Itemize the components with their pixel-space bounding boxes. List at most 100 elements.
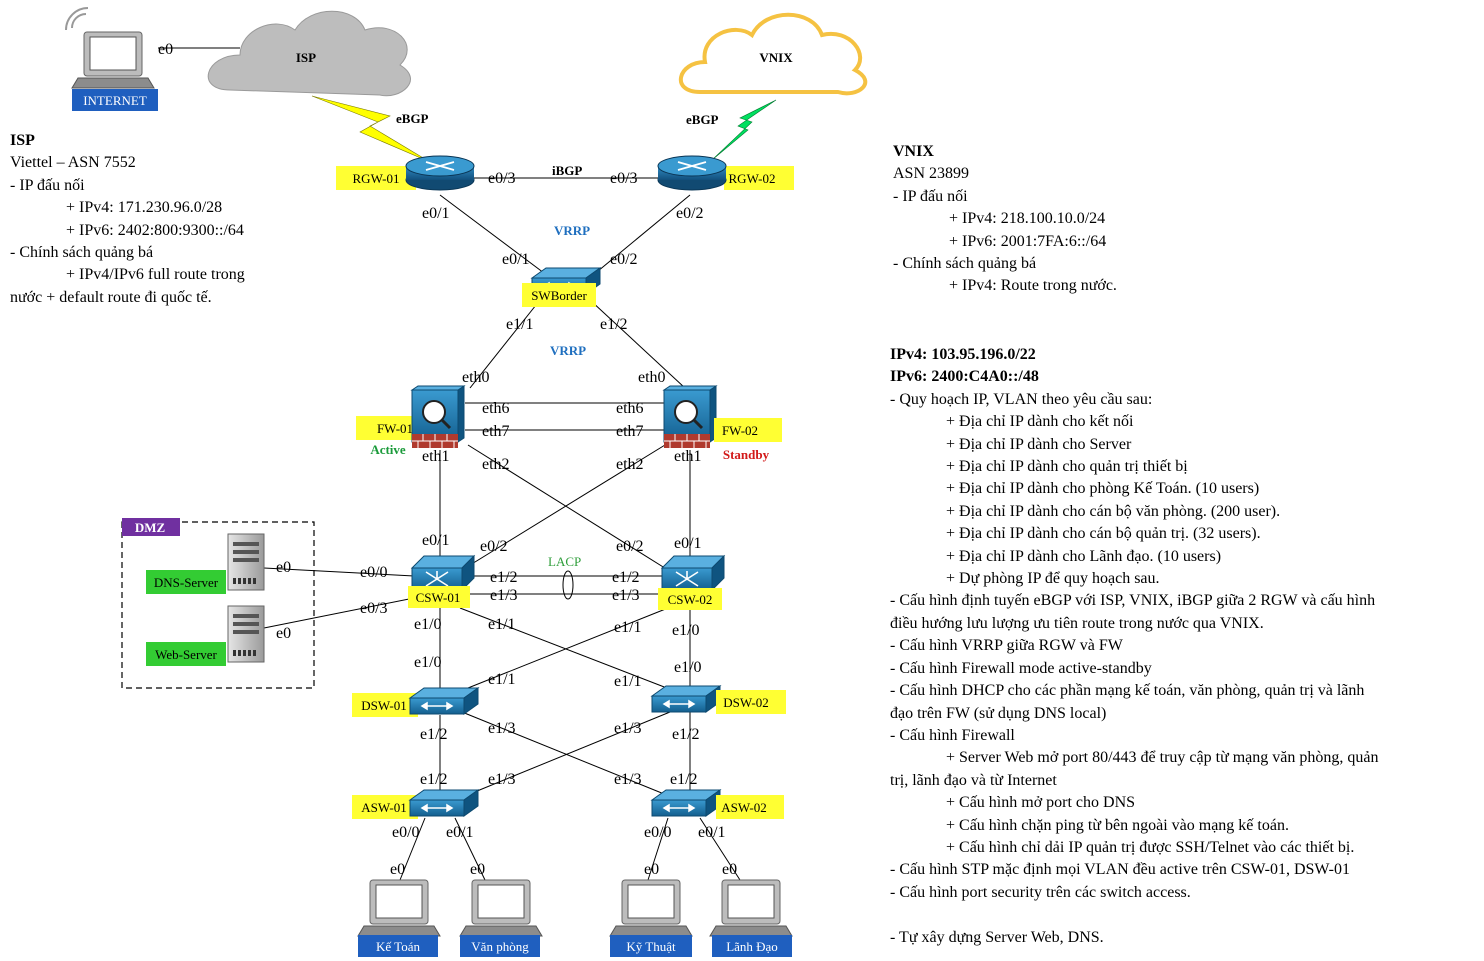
ipv4-block: IPv4: 103.95.196.0/22 — [890, 346, 1036, 363]
requirement-line: điều hướng lưu lượng ưu tiên route trong… — [890, 614, 1264, 632]
rgw-02-label: RGW-02 — [729, 171, 776, 186]
web-server-label: Web-Server — [155, 647, 217, 662]
server-icon — [227, 605, 265, 663]
fw-01-firewall[interactable]: FW-01 Active — [356, 384, 466, 457]
pc-lanh-dao[interactable]: Lãnh Đạo — [709, 879, 793, 957]
port-label: e1/1 — [614, 619, 642, 636]
monitor-icon — [709, 879, 793, 937]
dmz-label: DMZ — [135, 520, 166, 535]
requirement-line: + Cấu hình chặn ping từ bên ngoài vào mạ… — [946, 816, 1289, 834]
port-label: e0/3 — [610, 170, 638, 187]
swborder-switch[interactable]: SWBorder — [522, 267, 601, 307]
requirement-line: + Địa chỉ IP dành cho cán bộ văn phòng. … — [946, 502, 1281, 520]
rgw-01-label: RGW-01 — [353, 171, 400, 186]
ibgp-label: iBGP — [552, 163, 582, 178]
port-label: e0 — [158, 41, 173, 58]
pc-lanh-dao-label: Lãnh Đạo — [726, 939, 778, 954]
port-label: e0/0 — [360, 564, 388, 581]
dsw-01-switch[interactable]: DSW-01 — [352, 687, 479, 717]
requirement-line: - Cấu hình định tuyến eBGP với ISP, VNIX… — [890, 592, 1376, 610]
server-icon — [227, 533, 265, 591]
port-label: e1/2 — [420, 726, 448, 743]
isp-cloud-label: ISP — [296, 50, 316, 65]
port-label: e1/2 — [612, 569, 640, 586]
port-label: e1/2 — [672, 726, 700, 743]
rgw-02-router[interactable]: RGW-02 — [657, 155, 794, 191]
port-label: e0/2 — [480, 538, 508, 555]
active-status: Active — [370, 442, 406, 457]
port-label: e0/1 — [422, 205, 450, 222]
ebgp-vnix-bolt-icon — [711, 99, 777, 161]
dns-server-label: DNS-Server — [154, 575, 219, 590]
links — [158, 47, 741, 881]
requirement-line: + Cấu hình chỉ dải IP quản trị được SSH/… — [946, 838, 1355, 856]
firewall-icon — [662, 384, 718, 450]
port-label: e0/3 — [488, 170, 516, 187]
port-label: e1/2 — [490, 569, 518, 586]
pc-ke-toan[interactable]: Kế Toán — [357, 879, 441, 957]
port-label: e0/2 — [676, 205, 704, 222]
requirement-line: - Tự xây dựng Server Web, DNS. — [890, 928, 1104, 946]
csw-02-switch[interactable]: CSW-02 — [658, 555, 725, 610]
vnix-info: VNIX ASN 23899 - IP đấu nối + IPv4: 218.… — [893, 141, 1117, 298]
ipv6-block: IPv6: 2400:C4A0::/48 — [890, 368, 1039, 386]
fw-02-label: FW-02 — [722, 423, 758, 438]
rgw-01-router[interactable]: RGW-01 — [336, 155, 475, 191]
internet-pc[interactable]: INTERNET — [65, 7, 158, 111]
vnix-cloud-label: VNIX — [759, 50, 793, 65]
dsw-02-label: DSW-02 — [723, 695, 769, 710]
port-label: eth1 — [674, 448, 702, 465]
switch-icon — [651, 685, 721, 713]
port-label: e1/3 — [614, 720, 642, 737]
port-label: e1/0 — [674, 659, 702, 676]
port-label: e1/1 — [506, 316, 534, 333]
vrrp-bottom-label: VRRP — [550, 343, 586, 358]
asw-02-switch[interactable]: ASW-02 — [651, 789, 784, 819]
vnix-info-line: + IPv6: 2001:7FA:6::/64 — [949, 232, 1107, 250]
pc-van-phong[interactable]: Văn phòng — [459, 879, 543, 957]
port-label: e0/3 — [360, 600, 388, 617]
internet-label: INTERNET — [83, 93, 147, 108]
port-label: e1/1 — [488, 671, 516, 688]
pc-ke-toan-label: Kế Toán — [376, 939, 420, 954]
l3-switch-icon — [661, 555, 725, 591]
vnix-info-line: - Chính sách quảng bá — [893, 255, 1037, 273]
switch-icon — [409, 789, 479, 817]
web-server[interactable]: Web-Server — [146, 605, 265, 666]
requirement-line: + Server Web mở port 80/443 để truy cập … — [946, 749, 1379, 767]
switch-icon — [409, 687, 479, 715]
port-label: eth0 — [462, 369, 490, 386]
port-label: e1/3 — [488, 720, 516, 737]
router-icon — [657, 155, 727, 191]
l3-switch-icon — [411, 555, 475, 591]
port-label: e1/0 — [414, 616, 442, 633]
requirement-line: - Cấu hình DHCP cho các phần mạng kế toá… — [890, 682, 1365, 700]
requirement-line: - Cấu hình STP mặc định mọi VLAN đều act… — [890, 861, 1350, 879]
port-label: eth7 — [616, 423, 644, 440]
isp-info-line: - IP đấu nối — [10, 176, 85, 194]
requirements: IPv4: 103.95.196.0/22 IPv6: 2400:C4A0::/… — [890, 344, 1378, 949]
port-label: e0/1 — [698, 824, 726, 841]
port-label: e0/0 — [392, 824, 420, 841]
asw-01-switch[interactable]: ASW-01 — [352, 789, 479, 819]
requirement-line: - Cấu hình Firewall mode active-standby — [890, 659, 1152, 677]
vrrp-top-label: VRRP — [554, 223, 590, 238]
pc-ky-thuat[interactable]: Kỹ Thuật — [609, 879, 693, 957]
ebgp-isp-bolt-icon — [311, 95, 431, 163]
dns-server[interactable]: DNS-Server — [146, 533, 265, 594]
fw-02-firewall[interactable]: FW-02 Standby — [662, 384, 782, 462]
csw-01-switch[interactable]: CSW-01 — [408, 555, 475, 608]
requirement-line: + Địa chỉ IP dành cho phòng Kế Toán. (10… — [946, 480, 1260, 498]
isp-info-title: ISP — [10, 132, 35, 149]
port-label: eth0 — [638, 369, 666, 386]
port-label: e0 — [722, 861, 737, 878]
requirement-line: - Quy hoạch IP, VLAN theo yêu cầu sau: — [890, 390, 1153, 408]
pc-van-phong-label: Văn phòng — [471, 939, 529, 954]
requirement-line: - Cấu hình VRRP giữa RGW và FW — [890, 637, 1123, 655]
port-label: e0/1 — [446, 824, 474, 841]
requirement-line: + Địa chỉ IP dành cho Server — [946, 435, 1132, 453]
dsw-02-switch[interactable]: DSW-02 — [651, 685, 786, 714]
lacp-label: LACP — [548, 554, 581, 569]
port-label: e0 — [644, 861, 659, 878]
